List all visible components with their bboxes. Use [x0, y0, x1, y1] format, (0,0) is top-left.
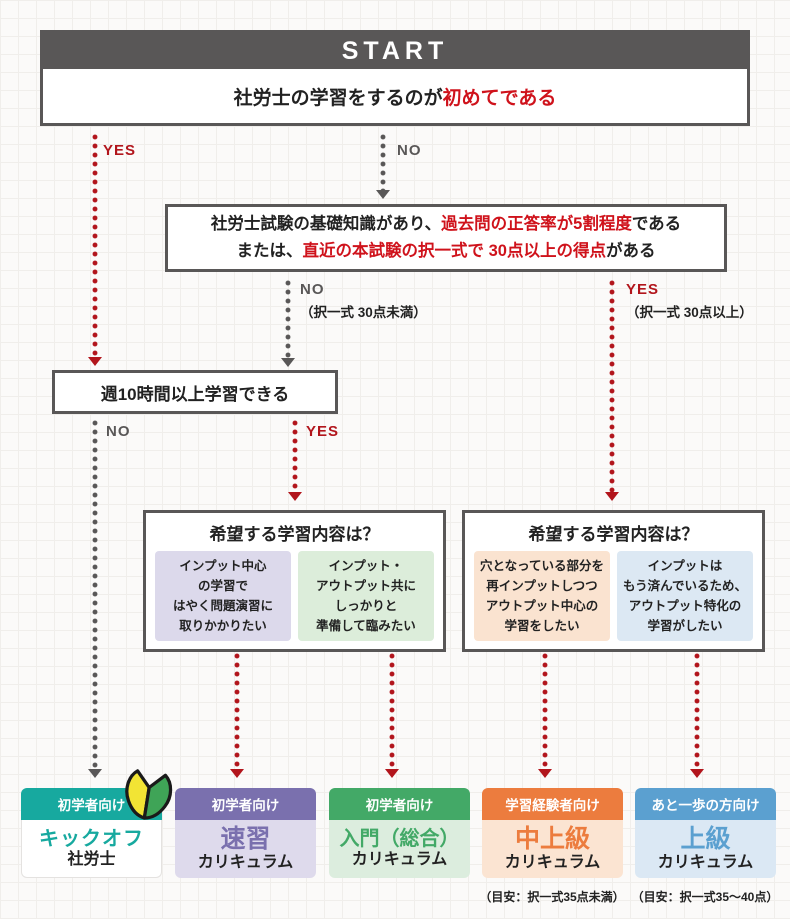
- card-chujokyu-subtitle: カリキュラム: [504, 854, 601, 872]
- option-a-connector: [234, 652, 240, 769]
- option-output-specialized: インプットは もう済んでいるため、 アウトプット特化の 学習がしたい: [617, 551, 753, 641]
- question-4-left-options: インプット中心 の学習で はやく問題演習に 取りかかりたい インプット・ アウト…: [146, 551, 443, 641]
- q2-yes-arrowhead-icon: [605, 492, 619, 501]
- card-chujokyu-body: 中上級 カリキュラム: [482, 820, 623, 878]
- card-chujokyu-note: （目安：択一式35点未満）: [479, 890, 625, 904]
- question-1: 社労士の学習をするのが初めてである: [43, 69, 747, 123]
- q2-no-arrowhead-icon: [281, 358, 295, 367]
- card-jokyu-subtitle: カリキュラム: [657, 854, 754, 872]
- option-input-output-both: インプット・ アウトプット共に しっかりと 準備して臨みたい: [298, 551, 434, 641]
- card-kickoff-subtitle: 社労士: [67, 850, 116, 868]
- q2-line1-black: 社労士試験の基礎知識があり、: [210, 215, 442, 234]
- question-2-line1: 社労士試験の基礎知識があり、過去問の正答率が5割程度である: [211, 211, 681, 238]
- option-b-arrowhead-icon: [385, 769, 399, 778]
- q1-no-arrowhead-icon: [376, 190, 390, 199]
- question-2-line2: または、直近の本試験の択一式で 30点以上の得点がある: [237, 238, 656, 265]
- card-sokushu-body: 速習 カリキュラム: [175, 820, 316, 878]
- question-1-text: 社労士の学習をするのが: [233, 87, 443, 109]
- option-d-connector: [694, 652, 700, 769]
- option-c-connector: [542, 652, 548, 769]
- question-4-right-options: 穴となっている部分を 再インプットしつつ アウトプット中心の 学習をしたい イン…: [465, 551, 762, 641]
- start-banner: START: [43, 33, 747, 69]
- option-d-arrowhead-icon: [690, 769, 704, 778]
- q1-no-label: NO: [397, 142, 422, 159]
- q3-no-connector: [92, 419, 98, 769]
- question-1-highlight: 初めてである: [442, 87, 557, 109]
- card-chujokyu-tag: 学習経験者向け: [482, 788, 623, 820]
- result-card-jokyu: あと一歩の方向け 上級 カリキュラム: [635, 788, 776, 878]
- q1-yes-label: YES: [103, 142, 137, 159]
- beginner-mark-icon: [125, 769, 173, 820]
- card-nyumon-subtitle: カリキュラム: [351, 851, 448, 869]
- q1-no-connector: [380, 133, 386, 190]
- card-nyumon-tag: 初学者向け: [329, 788, 470, 820]
- card-kickoff-title: キックオフ: [39, 827, 144, 850]
- question-4-right-title: 希望する学習内容は？: [528, 525, 699, 544]
- card-kickoff-body: キックオフ 社労士: [21, 820, 162, 878]
- q2-no-connector: [285, 279, 291, 358]
- option-b-connector: [389, 652, 395, 769]
- q2-line2-red: 直近の本試験の択一式で 30点以上の得点: [302, 242, 606, 260]
- result-card-sokushu: 初学者向け 速習 カリキュラム: [175, 788, 316, 878]
- question-3: 週10時間以上学習できる: [52, 370, 338, 414]
- option-a-arrowhead-icon: [230, 769, 244, 778]
- option-input-focused: インプット中心 の学習で はやく問題演習に 取りかかりたい: [155, 551, 291, 641]
- question-4-left: 希望する学習内容は？ インプット中心 の学習で はやく問題演習に 取りかかりたい…: [143, 510, 446, 652]
- start-question-box: START 社労士の学習をするのが初めてである: [40, 30, 750, 126]
- start-label: START: [341, 36, 449, 65]
- card-jokyu-note: （目安：択一式35～40点）: [631, 890, 779, 904]
- card-sokushu-tag: 初学者向け: [175, 788, 316, 820]
- q2-line2-black: または、: [236, 242, 303, 260]
- q2-yes-note: （択一式 30点以上）: [626, 305, 753, 320]
- option-reinput-output-centered: 穴となっている部分を 再インプットしつつ アウトプット中心の 学習をしたい: [474, 551, 610, 641]
- q1-yes-connector: [92, 133, 98, 357]
- result-card-nyumon: 初学者向け 入門（総合） カリキュラム: [329, 788, 470, 878]
- question-2: 社労士試験の基礎知識があり、過去問の正答率が5割程度である または、直近の本試験…: [165, 204, 727, 272]
- q1-yes-arrowhead-icon: [88, 357, 102, 366]
- q3-yes-arrowhead-icon: [288, 492, 302, 501]
- q2-yes-connector: [609, 279, 615, 492]
- q3-no-arrowhead-icon: [88, 769, 102, 778]
- option-c-arrowhead-icon: [538, 769, 552, 778]
- q2-line1-black2: である: [631, 215, 682, 234]
- card-jokyu-body: 上級 カリキュラム: [635, 820, 776, 878]
- q3-no-label: NO: [106, 423, 131, 440]
- q3-yes-connector: [292, 419, 298, 492]
- q2-yes-label: YES: [626, 281, 660, 298]
- question-3-text: 週10時間以上学習できる: [100, 384, 290, 404]
- card-jokyu-tag: あと一歩の方向け: [635, 788, 776, 820]
- q2-line1-red: 過去問の正答率が5割程度: [441, 215, 632, 234]
- card-jokyu-title: 上級: [680, 825, 731, 854]
- q2-line2-black2: がある: [605, 242, 656, 260]
- q2-no-label: NO: [300, 281, 325, 298]
- q2-no-note: （択一式 30点未満）: [300, 305, 427, 320]
- card-chujokyu-title: 中上級: [514, 825, 590, 854]
- q3-yes-label: YES: [306, 423, 340, 440]
- question-4-right: 希望する学習内容は？ 穴となっている部分を 再インプットしつつ アウトプット中心…: [462, 510, 765, 652]
- result-card-chujokyu: 学習経験者向け 中上級 カリキュラム: [482, 788, 623, 878]
- card-sokushu-subtitle: カリキュラム: [197, 854, 294, 872]
- card-nyumon-body: 入門（総合） カリキュラム: [329, 820, 470, 878]
- card-nyumon-title: 入門（総合）: [339, 828, 460, 851]
- card-sokushu-title: 速習: [220, 825, 271, 854]
- question-4-left-title: 希望する学習内容は？: [209, 525, 380, 544]
